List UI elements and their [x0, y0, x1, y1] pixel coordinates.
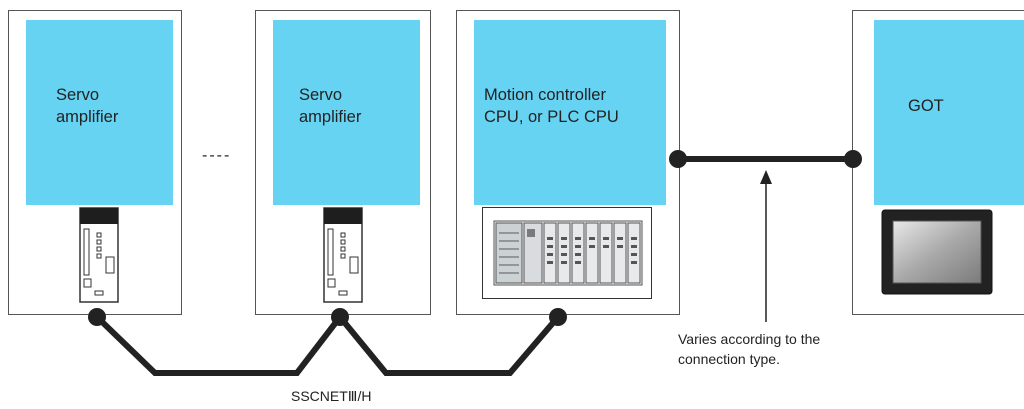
note-arrow-head: [760, 170, 772, 184]
servo-amplifier-label-1: Servo amplifier: [56, 86, 119, 126]
servo-amplifier-device-icon: [323, 207, 363, 303]
plc-rack-icon: [482, 207, 652, 299]
motion-controller-label: Motion controller CPU, or PLC CPU: [484, 86, 619, 126]
servo-amplifier-block-2: [273, 20, 420, 205]
sscnet-cable: [94, 312, 561, 376]
connector-servo-2: [331, 308, 349, 326]
connection-note: Varies according to the connection type.: [678, 331, 821, 367]
ellipsis: ----: [202, 147, 232, 164]
got-block: [874, 20, 1024, 205]
motion-controller-block: [474, 20, 666, 205]
servo-amplifier-panel-1: Servo amplifier: [8, 10, 182, 315]
got-label: GOT: [908, 97, 944, 115]
got-panel: GOT: [852, 10, 1024, 315]
connector-plc: [549, 308, 567, 326]
motion-controller-panel: Motion controller CPU, or PLC CPU: [456, 10, 680, 315]
got-touch-panel-icon: [881, 209, 993, 295]
connector-servo-1: [88, 308, 106, 326]
servo-amplifier-device-icon: [79, 207, 119, 303]
servo-amplifier-panel-2: Servo amplifier: [255, 10, 431, 315]
connector-plc-got: [669, 150, 687, 168]
servo-amplifier-label-2: Servo amplifier: [299, 86, 362, 126]
network-label: SSCNETⅢ/H: [291, 388, 372, 404]
connector-got: [844, 150, 862, 168]
servo-amplifier-block-1: [26, 20, 173, 205]
